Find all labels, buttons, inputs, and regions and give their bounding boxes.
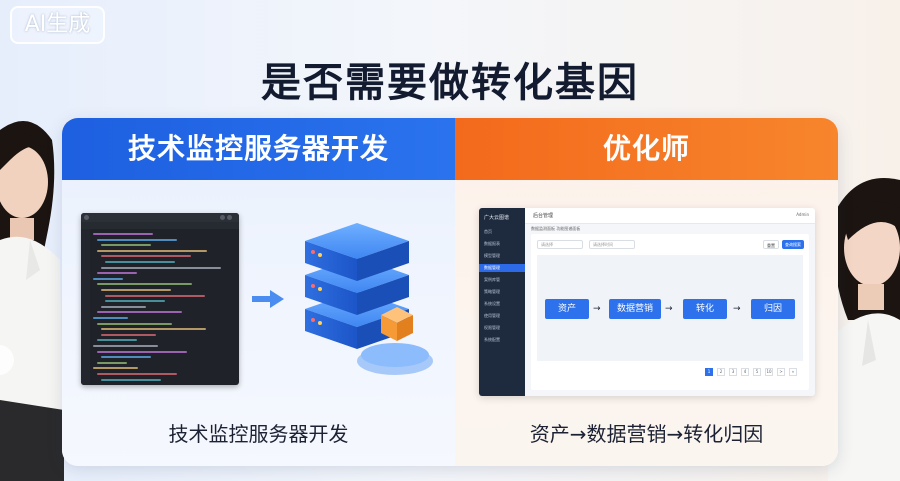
ai-generated-badge: AI生成 <box>10 6 105 44</box>
sidebar-item[interactable]: 使用管理 <box>484 313 500 318</box>
flow-arrow: → <box>593 304 601 314</box>
dashboard-tabs[interactable]: 数据监测面板 功能图谱面板 <box>531 226 581 231</box>
code-line <box>93 367 138 370</box>
dashboard-screenshot: 广大云图谱 首页 数据报表 模型管理 数据管理 案例库管 策略管理 系统设置 使… <box>479 208 815 396</box>
sidebar-item[interactable]: 系统设置 <box>484 301 500 306</box>
flow-arrow: → <box>665 304 673 314</box>
code-line <box>101 244 151 247</box>
code-line <box>97 350 187 353</box>
code-line <box>105 261 175 263</box>
flow-diagram: 资产 → 数据营销 → 转化 → 归因 <box>537 255 803 361</box>
code-line <box>101 333 156 336</box>
next-page-button[interactable]: > <box>777 368 785 376</box>
flow-step-assets: 资产 <box>545 299 589 319</box>
flow-step-attribution: 归因 <box>751 299 795 319</box>
sidebar-item[interactable]: 系统配置 <box>484 337 500 342</box>
page-button[interactable]: 1 <box>705 368 713 376</box>
sidebar-item[interactable]: 策略管理 <box>484 289 500 294</box>
code-line <box>101 328 206 331</box>
flow-step-data-marketing: 数据营销 <box>609 299 661 319</box>
breadcrumb: 后台管理 <box>533 213 554 219</box>
presenter-left-illustration <box>0 110 64 481</box>
page-button[interactable]: 2 <box>717 368 725 376</box>
sidebar-item[interactable]: 案例库管 <box>484 277 500 282</box>
code-line <box>97 373 177 375</box>
presenter-right-illustration <box>828 170 900 481</box>
code-line <box>101 378 161 381</box>
reset-button[interactable]: 重置 <box>763 240 779 249</box>
code-line <box>93 345 158 347</box>
sidebar-item-active[interactable]: 数据管理 <box>479 264 525 272</box>
code-line <box>93 233 153 235</box>
page-button[interactable]: 4 <box>741 368 749 376</box>
code-line <box>105 300 165 303</box>
code-line <box>97 361 127 364</box>
editor-title-bar <box>81 213 239 222</box>
last-page-button[interactable]: » <box>789 368 797 376</box>
code-line <box>101 255 191 258</box>
dashboard-logo: 广大云图谱 <box>484 215 510 221</box>
tech-panel-caption: 技术监控服务器开发 <box>168 422 349 446</box>
server-stack-icon <box>305 223 433 375</box>
code-line <box>97 272 137 275</box>
user-menu[interactable]: Admin <box>796 212 809 217</box>
page-button[interactable]: 5 <box>753 368 761 376</box>
code-line <box>93 277 123 280</box>
tech-panel: 技术监控服务器开发 <box>62 118 455 466</box>
flow-arrow: → <box>733 304 741 314</box>
editor-menu-bar <box>81 222 239 229</box>
code-line <box>93 317 128 319</box>
editor-gutter <box>81 229 90 385</box>
code-line <box>105 294 205 297</box>
code-line <box>97 283 192 286</box>
code-line <box>101 356 151 359</box>
dashboard-sidebar: 广大云图谱 首页 数据报表 模型管理 数据管理 案例库管 策略管理 系统设置 使… <box>479 208 525 396</box>
filter-select[interactable]: 请选择 <box>537 240 583 249</box>
code-line <box>101 305 146 308</box>
code-line <box>97 322 172 325</box>
comparison-card: 技术监控服务器开发 <box>62 118 838 466</box>
sidebar-item[interactable]: 模型管理 <box>484 253 500 258</box>
flow-step-conversion: 转化 <box>683 299 727 319</box>
optimizer-panel-header: 优化师 <box>455 118 838 180</box>
code-line <box>101 289 171 291</box>
optimizer-panel: 优化师 广大云图谱 首页 数据报表 模型管理 数据管理 案例库管 策略管理 系统… <box>455 118 838 466</box>
search-button[interactable]: 查询搜索 <box>782 240 804 249</box>
page-title: 是否需要做转化基因 <box>261 60 639 106</box>
page-button[interactable]: 10 <box>765 368 773 376</box>
page-button[interactable]: 3 <box>729 368 737 376</box>
dashboard-content-panel: 请选择 请选择时间 重置 查询搜索 资产 → 数据营销 → 转化 → 归因 1 … <box>531 234 809 390</box>
code-line <box>97 339 137 342</box>
code-line <box>97 249 207 252</box>
arrow-right-icon <box>252 290 284 308</box>
tech-panel-header: 技术监控服务器开发 <box>62 118 455 180</box>
dashboard-topbar: 后台管理 Admin <box>525 208 815 224</box>
carousel-prev-handle[interactable] <box>0 345 14 375</box>
optimizer-panel-caption: 资产→数据营销→转化归因 <box>529 422 764 446</box>
sidebar-item[interactable]: 数据报表 <box>484 241 500 246</box>
code-line <box>97 311 182 314</box>
code-line <box>101 266 221 269</box>
code-editor-screenshot <box>81 213 239 385</box>
sidebar-item[interactable]: 权限管理 <box>484 325 500 330</box>
sidebar-item[interactable]: 首页 <box>484 229 492 234</box>
date-filter[interactable]: 请选择时间 <box>589 240 635 249</box>
code-line <box>97 238 177 241</box>
